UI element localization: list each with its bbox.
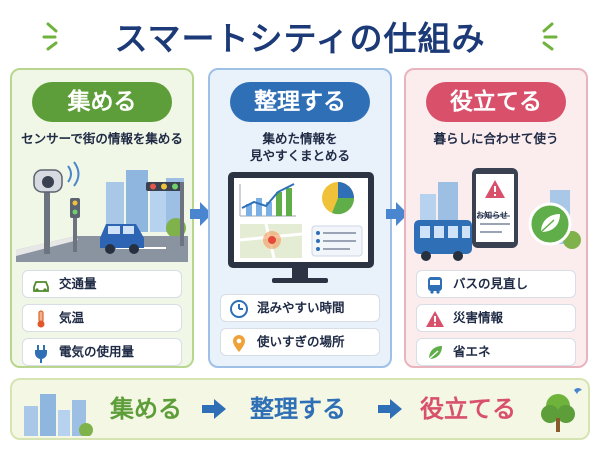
- clock-icon: [230, 300, 248, 318]
- flow-steps: 集める 整理する 役立てる: [12, 380, 592, 438]
- thermometer-icon: [37, 310, 45, 328]
- arrow-right-icon: [378, 399, 402, 419]
- panel-description: 集めた情報を 見やすくまとめる: [249, 131, 350, 163]
- city-skyline-icon: [24, 394, 93, 436]
- list-item-disaster-info: 災害情報: [416, 304, 576, 332]
- flow-step-collect: 集める: [110, 395, 182, 423]
- arrow-right-icon: [386, 202, 408, 226]
- arrow-right-icon: [202, 399, 226, 419]
- street-sensor-illustration: [16, 161, 188, 262]
- organize-list: 混みやすい時間 使いすぎの場所: [220, 294, 380, 362]
- panel-heading: 整理する: [230, 82, 370, 122]
- panel-use: 役立てる 暮らしに合わせて使う お知らせ: [404, 68, 588, 368]
- car-icon: [33, 281, 49, 292]
- list-item-busy-time: 混みやすい時間: [220, 294, 380, 322]
- list-item-electricity: 電気の使用量: [22, 338, 182, 366]
- leaf-icon: [428, 346, 442, 360]
- list-item-bus-review: バスの見直し: [416, 270, 576, 298]
- list-item-label: 気温: [59, 310, 85, 325]
- list-item-label: 災害情報: [453, 310, 504, 325]
- collect-list: 交通量 気温 電気の使用量: [22, 270, 182, 372]
- list-item-energy-saving: 省エネ: [416, 338, 576, 366]
- plug-icon: [35, 345, 47, 363]
- flow-step-use: 役立てる: [420, 395, 516, 423]
- list-item-label: 交通量: [59, 276, 97, 291]
- monitor-dashboard-illustration: [228, 172, 374, 283]
- panel-description: センサーで街の情報を集める: [21, 131, 183, 146]
- list-item-traffic: 交通量: [22, 270, 182, 298]
- notice-label: お知らせ: [476, 211, 508, 220]
- arrow-right-icon: [190, 202, 212, 226]
- sparkle-right-icon: [542, 22, 558, 51]
- list-item-label: 使いすぎの場所: [257, 334, 345, 349]
- panel-heading: 役立てる: [426, 82, 566, 122]
- page-title: スマートシティの仕組み: [114, 19, 486, 58]
- sparkle-left-icon: [42, 22, 58, 51]
- panel-organize: 整理する 集めた情報を 見やすくまとめる: [208, 68, 392, 368]
- use-list: バスの見直し 災害情報 省エネ: [416, 270, 576, 372]
- bus-icon: [428, 277, 442, 294]
- tree-bird-icon: [541, 388, 582, 432]
- flow-banner: 集める 整理する 役立てる: [10, 378, 590, 440]
- location-pin-icon: [233, 335, 245, 352]
- list-item-label: 混みやすい時間: [257, 300, 345, 315]
- list-item-temperature: 気温: [22, 304, 182, 332]
- bus-phone-illustration: [414, 168, 581, 261]
- title-area: スマートシティの仕組み: [0, 8, 600, 58]
- list-item-label: 電気の使用量: [59, 344, 135, 359]
- warning-icon: [426, 311, 444, 327]
- list-item-label: 省エネ: [453, 344, 491, 359]
- list-item-label: バスの見直し: [453, 276, 529, 291]
- list-item-overuse-place: 使いすぎの場所: [220, 328, 380, 356]
- panel-description: 暮らしに合わせて使う: [433, 131, 559, 146]
- panel-collect: 集める センサーで街の情報を集める: [10, 68, 194, 368]
- panel-heading: 集める: [32, 82, 172, 122]
- flow-step-organize: 整理する: [250, 395, 346, 423]
